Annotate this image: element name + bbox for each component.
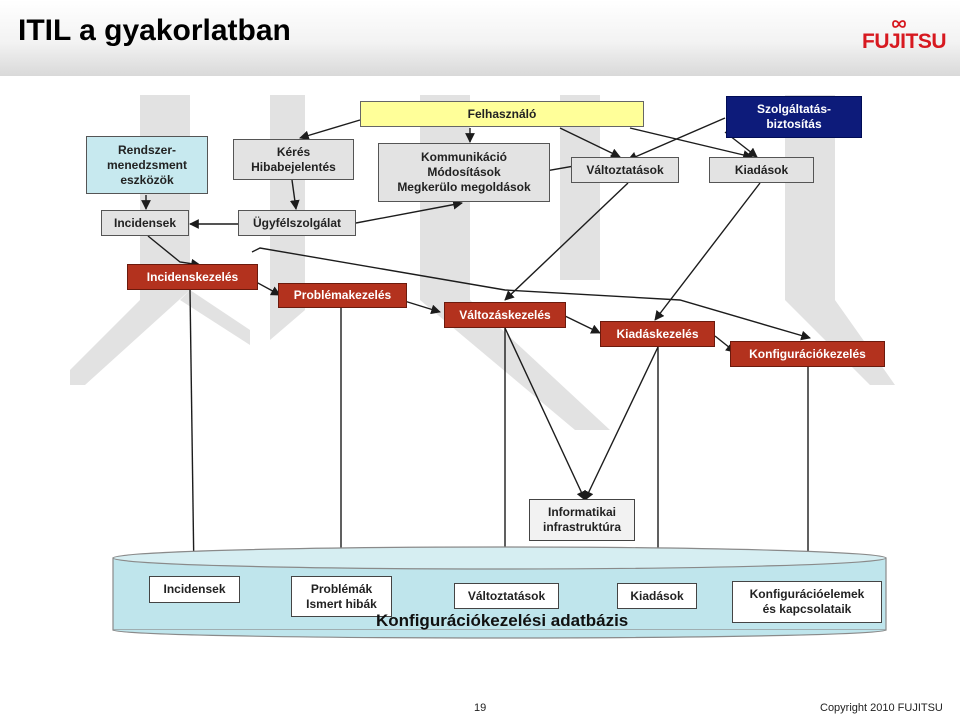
- node-informatikai-infrastruktura: Informatikai infrastruktúra: [529, 499, 635, 541]
- copyright-text: Copyright 2010 FUJITSU: [820, 702, 943, 714]
- slide-title: ITIL a gyakorlatban: [18, 14, 291, 47]
- infinity-mark-icon: [892, 20, 906, 28]
- slide-header: [0, 0, 960, 76]
- connector-arrows: [141, 117, 813, 583]
- node-kiadaskezeles: Kiadáskezelés: [600, 321, 715, 347]
- logo-text: FUJITSU: [862, 30, 947, 53]
- node-incidensek-top: Incidensek: [101, 210, 189, 236]
- node-szolgaltatas-biztositas: Szolgáltatás- biztosítás: [726, 96, 862, 138]
- node-felhasznalo: Felhasználó: [360, 101, 644, 127]
- db-incidensek: Incidensek: [149, 576, 240, 603]
- node-valtoztatasok-top: Változtatások: [571, 157, 679, 183]
- node-kiadasok-top: Kiadások: [709, 157, 814, 183]
- db-problemak: Problémák Ismert hibák: [291, 576, 392, 617]
- node-konfiguraciokezeles: Konfigurációkezelés: [730, 341, 885, 367]
- database-title: Konfigurációkezelési adatbázis: [376, 611, 629, 630]
- node-problemakezeles: Problémakezelés: [278, 283, 407, 308]
- db-konfiguracioelemek: Konfigurációelemek és kapcsolataik: [732, 581, 882, 623]
- node-ugyfelszolgalat: Ügyfélszolgálat: [238, 210, 356, 236]
- node-keres-hibabejelentes: Kérés Hibabejelentés: [233, 139, 354, 180]
- node-rendszermenedzsment: Rendszer- menedzsment eszközök: [86, 136, 208, 194]
- fujitsu-logo: FUJITSU: [862, 18, 947, 58]
- node-valtozaskezeles: Változáskezelés: [444, 302, 566, 328]
- db-valtoztatasok: Változtatások: [454, 583, 559, 609]
- db-kiadasok: Kiadások: [617, 583, 697, 609]
- node-incidenskezeles: Incidenskezelés: [127, 264, 258, 290]
- page-number: 19: [474, 702, 487, 714]
- node-kommunikacio: Kommunikáció Módosítások Megkerülo megol…: [378, 143, 550, 202]
